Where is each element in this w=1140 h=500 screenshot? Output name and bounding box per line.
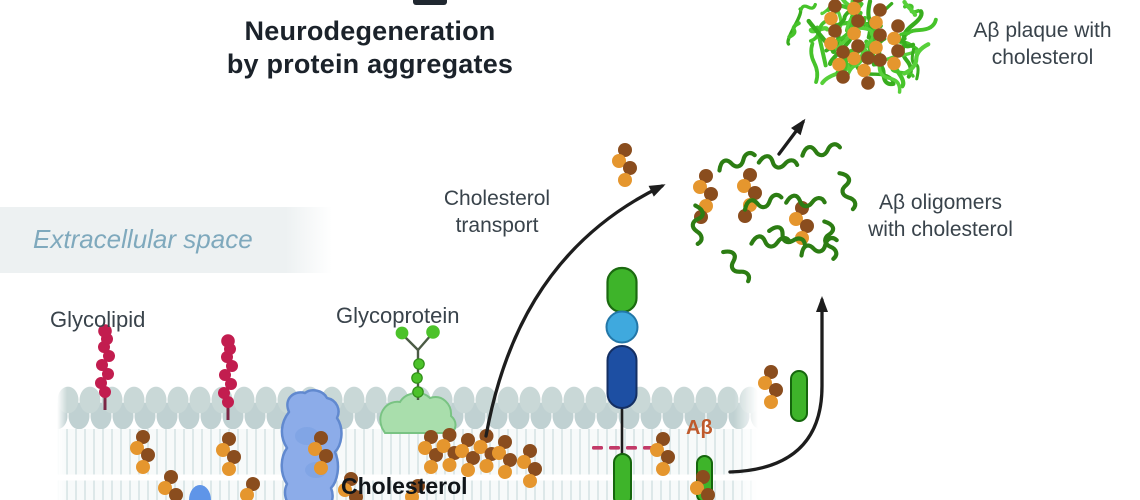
extracellular-space-box: Extracellular space xyxy=(0,207,332,273)
cholesterol-molecule xyxy=(737,168,762,223)
diagram-title: Neurodegeneration by protein aggregates xyxy=(165,15,575,81)
cholesterol-molecule xyxy=(612,143,637,187)
glycolipid-label: Glycolipid xyxy=(50,307,146,332)
ab-peptide-rod xyxy=(790,370,808,422)
title-line2: by protein aggregates xyxy=(226,49,514,79)
lipid-heads xyxy=(57,385,758,431)
cholesterol-transport-label: Cholesterol transport xyxy=(443,187,551,237)
ab-oligomer-squiggle xyxy=(784,193,827,209)
ab-plaque-label: Aβ plaque with cholesterol xyxy=(973,19,1112,69)
ab-peptide-label: Aβ xyxy=(686,417,713,439)
ab-oligomer-squiggle xyxy=(742,192,784,212)
ab-oligomer-squiggle xyxy=(749,234,792,249)
ab-oligomers xyxy=(690,142,858,284)
ab-oligomer-squiggle xyxy=(800,142,842,158)
ab-plaque xyxy=(786,0,938,94)
extracellular-space-label: Extracellular space xyxy=(33,224,253,254)
ab-oligomer-squiggle xyxy=(799,236,839,258)
cholesterol-molecule xyxy=(758,365,783,409)
lipid-tails xyxy=(57,429,758,500)
ab-oligomers-label: Aβ oligomers with cholesterol xyxy=(868,191,1013,241)
ab-oligomer-squiggle xyxy=(767,225,807,248)
title-line1: Neurodegeneration xyxy=(244,16,496,46)
oligomer-to-plaque-arrow xyxy=(777,118,806,156)
ab-oligomer-squiggle xyxy=(717,151,757,173)
cholesterol-molecule xyxy=(693,169,718,224)
cropped-artifact xyxy=(413,0,447,5)
cholesterol-molecule xyxy=(789,201,814,245)
ab-oligomer-squiggle xyxy=(721,249,752,284)
glycoprotein-label: Glycoprotein xyxy=(336,303,460,328)
ab-oligomer-squiggle xyxy=(822,219,839,261)
ab-oligomer-squiggle xyxy=(690,203,705,246)
ab-oligomer-squiggle xyxy=(756,154,800,170)
cholesterol-label: Cholesterol xyxy=(341,473,468,499)
